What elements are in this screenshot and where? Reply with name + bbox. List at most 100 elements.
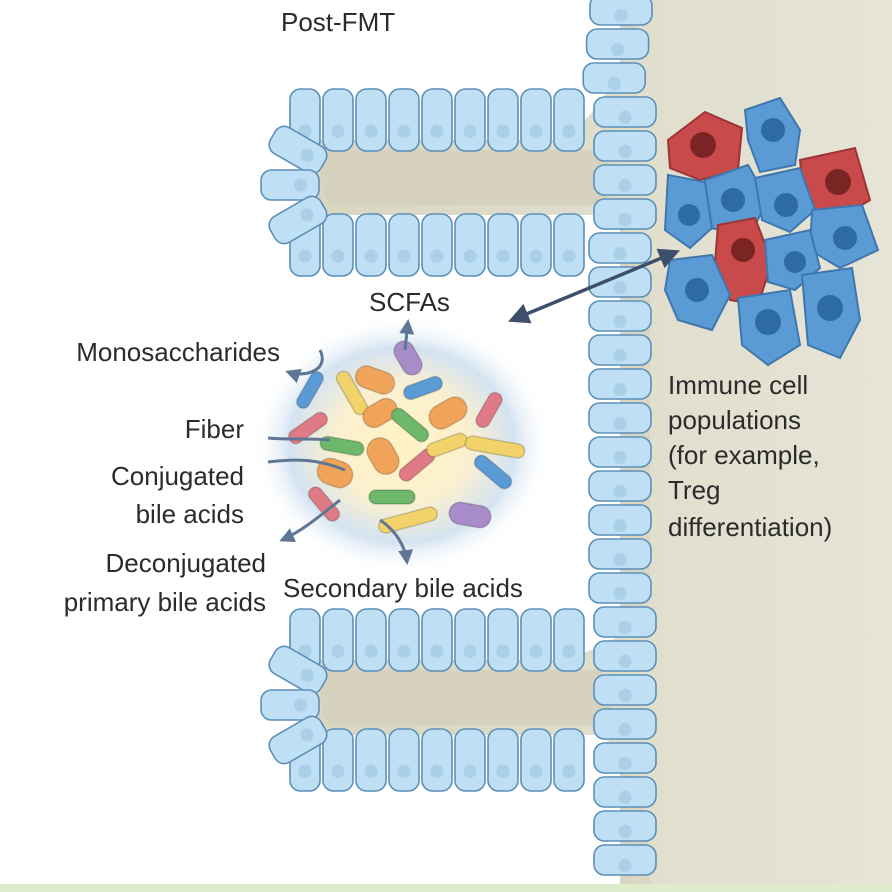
intestinal-epithelium (260, 0, 657, 876)
microbiota-cluster (252, 315, 552, 575)
epithelial-cell (260, 689, 320, 721)
epithelial-cell (588, 538, 652, 570)
epithelial-cell (582, 62, 647, 94)
label-scfas: SCFAs (369, 287, 450, 317)
diagram-title: Post-FMT (281, 7, 396, 37)
metabolite-arrows (267, 319, 415, 565)
bacterium (473, 454, 513, 490)
epithelial-cell (322, 728, 354, 792)
epithelial-cell (322, 213, 354, 277)
epithelial-cell (588, 470, 652, 502)
label-immune-line4: Treg (668, 475, 721, 505)
bacterium (403, 375, 443, 401)
epithelial-cell (260, 169, 320, 201)
epithelial-cell (588, 334, 652, 366)
epithelial-cell (593, 776, 657, 808)
epithelial-cell (588, 504, 652, 536)
label-secondary-bile-acids: Secondary bile acids (283, 573, 523, 603)
bacterium (390, 407, 430, 443)
epithelial-cell (588, 572, 652, 604)
bacterium (448, 501, 492, 529)
epithelial-cell (355, 88, 387, 152)
epithelial-cell (553, 213, 585, 277)
epithelial-cell (593, 742, 657, 774)
interaction-arrow (508, 248, 680, 324)
epithelial-cell (585, 28, 650, 60)
epithelial-cell (593, 844, 657, 876)
epithelial-cell (421, 608, 453, 672)
epithelial-cell (520, 88, 552, 152)
epithelial-cell (487, 608, 519, 672)
bacterium (475, 391, 503, 429)
label-fiber: Fiber (184, 414, 244, 444)
bacterium (287, 411, 329, 445)
epithelial-cell (355, 213, 387, 277)
bacterium (426, 432, 468, 458)
epithelial-cell (355, 608, 387, 672)
epithelial-cell (322, 88, 354, 152)
bacterium (316, 457, 354, 489)
epithelial-cell (421, 88, 453, 152)
epithelial-cell (553, 728, 585, 792)
epithelial-cell (388, 728, 420, 792)
epithelial-cell (593, 708, 657, 740)
bacterium (368, 489, 416, 505)
epithelial-cell (322, 608, 354, 672)
epithelial-cell (421, 728, 453, 792)
epithelial-cell (589, 0, 653, 26)
epithelial-cell (268, 645, 328, 695)
epithelial-cell (520, 608, 552, 672)
label-conjugated-bile-acids-line1: Conjugated (111, 461, 244, 491)
label-immune-line1: Immune cell (668, 370, 809, 400)
bacterium (393, 340, 423, 376)
label-monosaccharides: Monosaccharides (76, 337, 280, 367)
epithelial-cell (388, 88, 420, 152)
epithelial-cell (268, 195, 328, 245)
epithelial-cell (487, 728, 519, 792)
epithelial-cell (593, 674, 657, 706)
label-immune-line2: populations (668, 405, 801, 435)
label-deconjugated-line1: Deconjugated (105, 548, 266, 578)
epithelial-cell (553, 608, 585, 672)
epithelial-cell (268, 125, 328, 175)
epithelial-cell (487, 213, 519, 277)
epithelial-cell (588, 232, 652, 264)
epithelial-cell (593, 606, 657, 638)
label-conjugated-bile-acids-line2: bile acids (135, 499, 244, 529)
bacterium (362, 397, 398, 429)
epithelial-cell (454, 88, 486, 152)
epithelial-cell (588, 402, 652, 434)
epithelial-cell (593, 198, 657, 230)
epithelial-cell (487, 88, 519, 152)
epithelial-cell (553, 88, 585, 152)
bacterium (366, 437, 400, 475)
epithelial-cell (588, 266, 652, 298)
epithelial-cell (421, 213, 453, 277)
bacterium (464, 435, 526, 459)
epithelial-cell (520, 213, 552, 277)
epithelial-cell (355, 728, 387, 792)
bacterium (296, 371, 324, 409)
label-immune-line3: (for example, (668, 440, 820, 470)
epithelial-cell (388, 213, 420, 277)
bacterium (354, 365, 396, 395)
epithelial-cell (454, 728, 486, 792)
bacterium (319, 435, 365, 457)
epithelial-cell (268, 715, 328, 765)
epithelial-cell (454, 213, 486, 277)
immune-cell-cluster (663, 96, 880, 367)
bacterium (428, 396, 468, 430)
epithelial-cell (593, 640, 657, 672)
bottom-band (0, 884, 892, 892)
epithelial-cell (520, 728, 552, 792)
label-deconjugated-line2: primary bile acids (63, 587, 266, 617)
epithelial-cell (588, 436, 652, 468)
bacterium (307, 486, 341, 522)
epithelial-cell (593, 96, 657, 128)
epithelial-cell (593, 810, 657, 842)
epithelial-cell (454, 608, 486, 672)
epithelial-cell (588, 300, 652, 332)
epithelial-cell (593, 130, 657, 162)
